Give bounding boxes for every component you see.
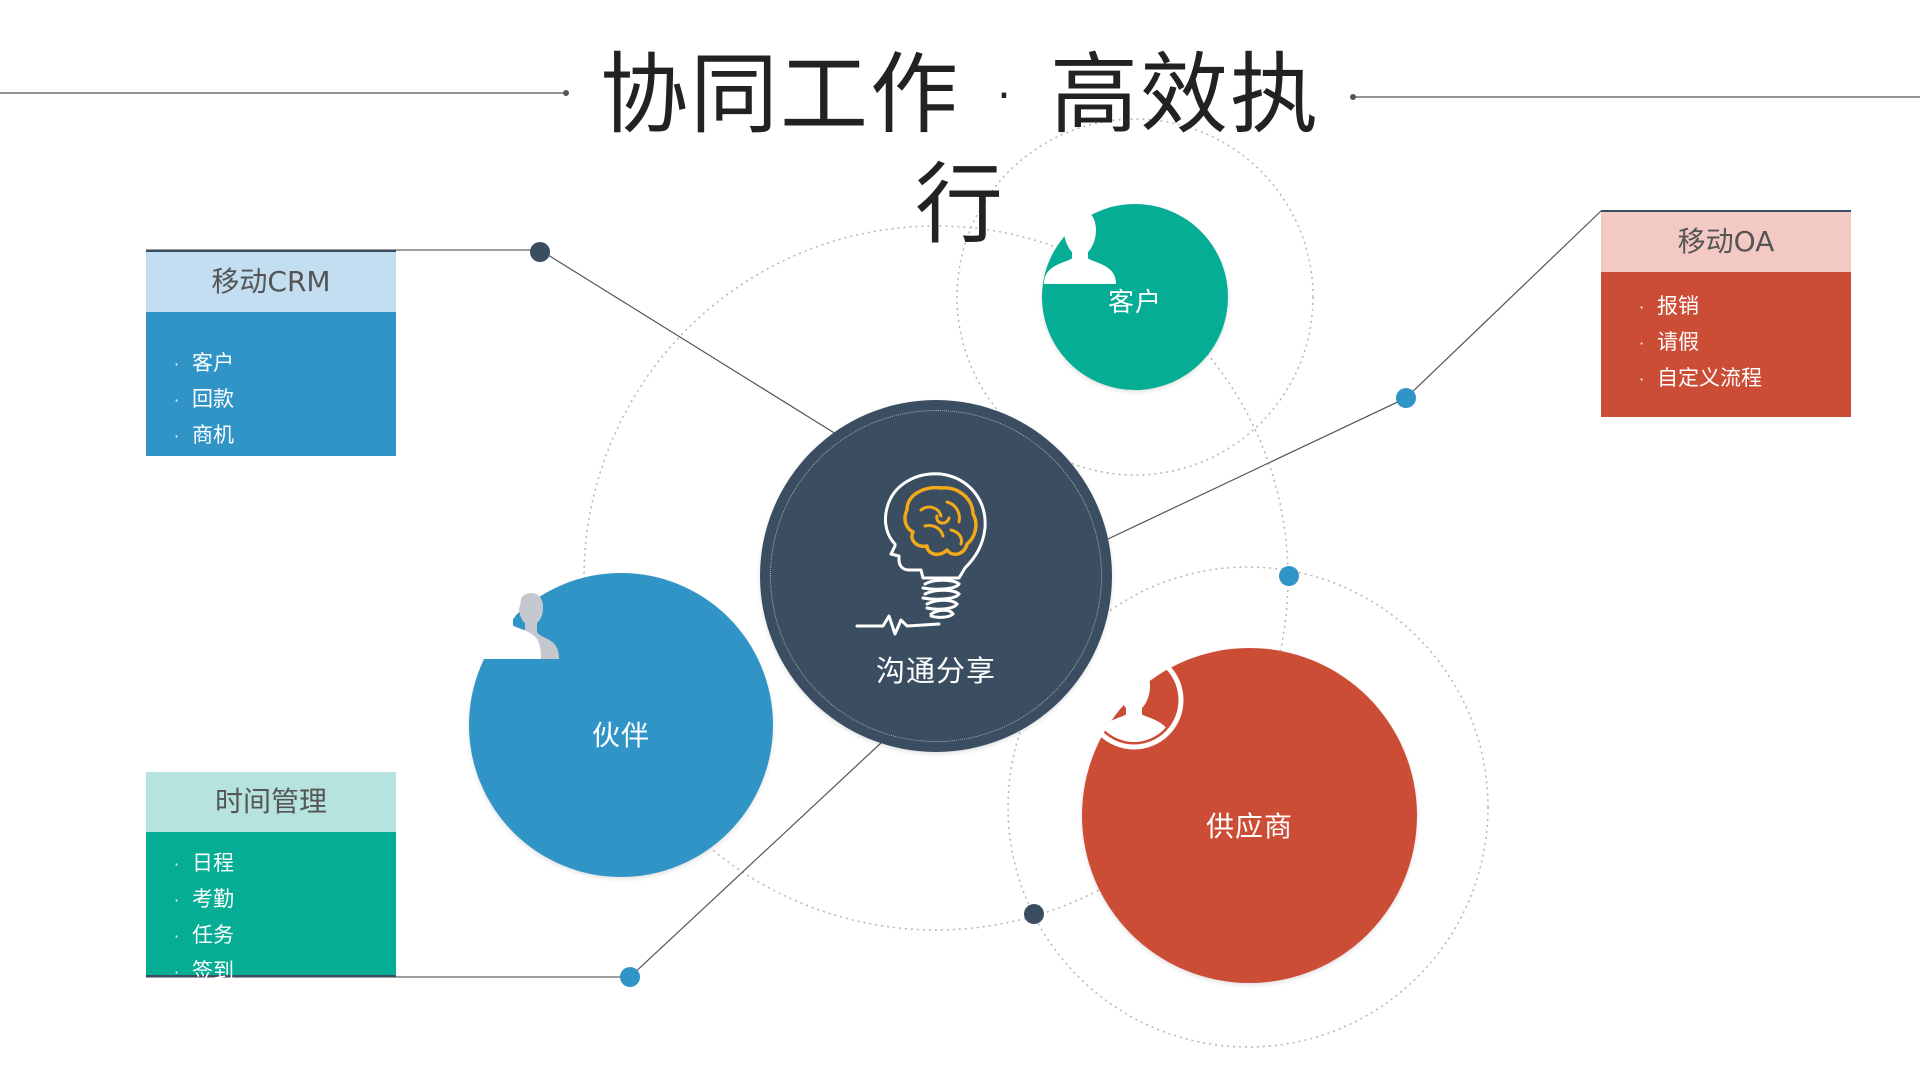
connector-oa-diag (1405, 210, 1602, 399)
partner-node-label: 伙伴 (591, 719, 650, 752)
time-box-title: 时间管理 (146, 772, 396, 832)
connector-time-diag (629, 741, 883, 978)
orbit-dot-navy (1024, 904, 1044, 924)
orbit-supplier (1007, 566, 1489, 1048)
center-node-communication: 沟通分享 (760, 400, 1112, 752)
title-line-left-dot (563, 90, 569, 96)
feature-box-crm: 移动CRM ·客户 ·回款 ·商机 ·签约 (146, 250, 396, 483)
time-item: ·项目 (174, 1031, 234, 1055)
crm-box-body: ·客户 ·回款 ·商机 ·签约 (146, 312, 396, 483)
crm-item: ·商机 (174, 423, 234, 447)
crm-box-title: 移动CRM (146, 250, 396, 312)
customer-node-label: 客户 (1107, 287, 1162, 318)
time-item: ·日程 (174, 851, 234, 875)
time-item: ·任务 (174, 923, 234, 947)
oa-item: ·自定义流程 (1639, 366, 1762, 390)
oa-item: ·请假 (1639, 330, 1699, 354)
person-icon (1044, 210, 1116, 284)
node-partner: 伙伴 (469, 573, 773, 877)
center-inner-ring (770, 410, 1102, 742)
time-item: ·签到 (174, 959, 234, 983)
connector-oa-center (1107, 397, 1407, 540)
connector-crm-dot (530, 242, 550, 262)
time-item: ·日志 (174, 995, 234, 1019)
crm-item: ·回款 (174, 387, 234, 411)
connector-crm-diag (539, 249, 837, 435)
crm-item: ·签约 (174, 459, 234, 483)
feature-box-time: 时间管理 ·日程 ·考勤 ·任务 ·签到 ·日志 ·项目 (146, 772, 396, 1055)
oa-box-body: ·报销 ·请假 ·自定义流程 (1601, 272, 1851, 417)
connector-oa-dot (1396, 388, 1416, 408)
node-customer: 客户 (1042, 204, 1228, 390)
oa-box-title: 移动OA (1601, 210, 1851, 272)
supplier-node-label: 供应商 (1205, 809, 1293, 843)
brain-bulb-icon (855, 472, 987, 636)
time-box-body: ·日程 ·考勤 ·任务 ·签到 ·日志 ·项目 (146, 832, 396, 1055)
page-title: 协同工作 · 高效执行 (600, 43, 1320, 256)
orbit-dot-blue (1279, 566, 1299, 586)
node-supplier: 供应商 (1082, 648, 1417, 983)
title-line-right-dot (1350, 94, 1356, 100)
time-item: ·考勤 (174, 887, 234, 911)
person-circle-icon (1084, 650, 1184, 750)
orbit-customer (956, 118, 1314, 476)
feature-box-oa: 移动OA ·报销 ·请假 ·自定义流程 (1601, 210, 1851, 417)
oa-item: ·报销 (1639, 294, 1699, 318)
crm-item: ·客户 (174, 351, 234, 375)
people-icon (469, 577, 559, 659)
connector-time-dot (620, 967, 640, 987)
